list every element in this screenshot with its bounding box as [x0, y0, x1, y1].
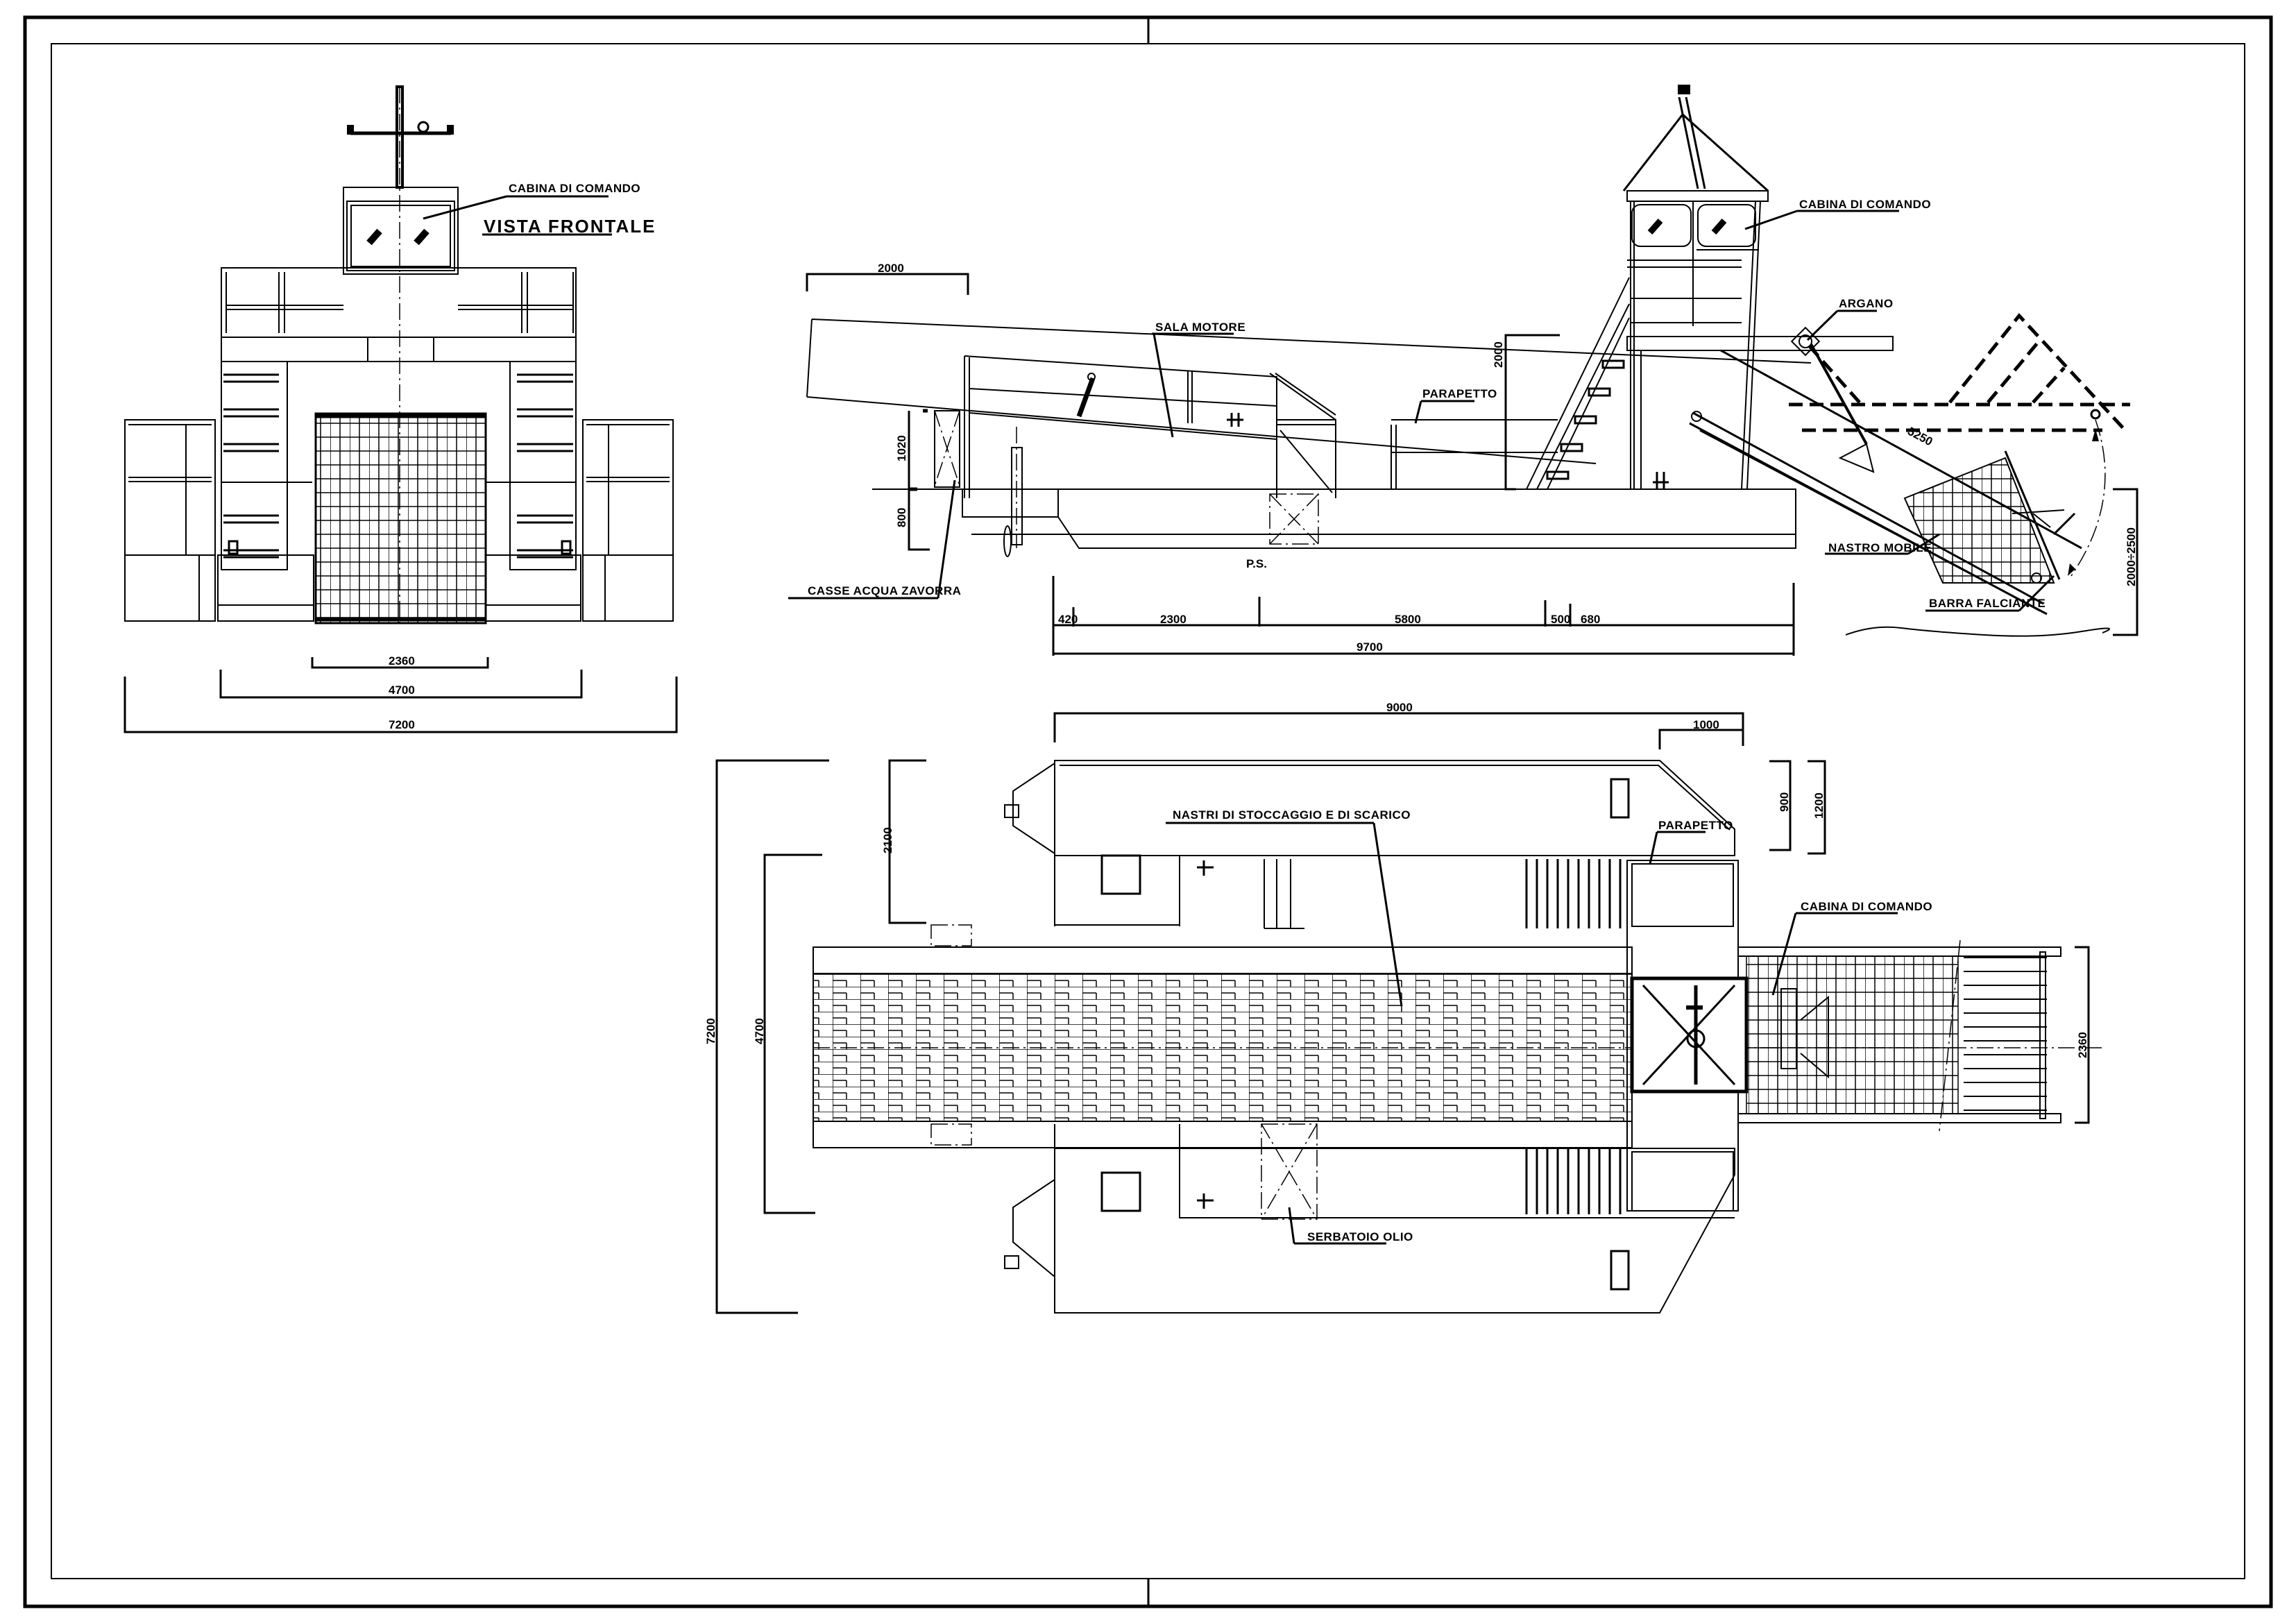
- side-cabin-label: CABINA DI COMANDO: [1799, 198, 1931, 211]
- plan-cabin-label: CABINA DI COMANDO: [1801, 900, 1932, 913]
- dim-draft: 800: [895, 508, 908, 527]
- dim-front-overall: 7200: [389, 718, 415, 731]
- dim-plan-conveyor: 2360: [2076, 1032, 2089, 1058]
- dim-side-top: 2000: [878, 262, 904, 275]
- dim-plan-hull: 4700: [753, 1018, 766, 1044]
- plan-conveyor-rail-top: [813, 946, 1633, 974]
- dim-plan-overall: 7200: [704, 1018, 717, 1044]
- dim-belt-length: 5250: [1905, 425, 1934, 449]
- front-cabin-label: CABINA DI COMANDO: [509, 182, 640, 195]
- dim-tank-height: 1020: [895, 435, 908, 461]
- front-conveyor: [314, 412, 487, 624]
- dim-seg-3: 5800: [1395, 613, 1421, 626]
- side-winch-label: ARGANO: [1839, 297, 1894, 310]
- plan-conveyor-rail-bottom: [813, 1121, 1633, 1148]
- dim-seg-4: 500: [1551, 613, 1570, 626]
- dim-seg-1: 420: [1058, 613, 1078, 626]
- side-engine-room-label: SALA MOTORE: [1155, 321, 1245, 334]
- side-view: 2000 SALA MOTORE 1020 800: [788, 85, 2138, 656]
- front-view-title: VISTA FRONTALE: [484, 216, 656, 237]
- front-view: CABINA DI COMANDO VISTA FRONTALE: [124, 85, 678, 733]
- side-ps-label: P.S.: [1246, 557, 1267, 570]
- side-moving-belt-label: NASTRO MOBILE: [1828, 541, 1932, 554]
- winch-icon: ARGANO: [1790, 297, 1894, 357]
- front-dimensions: 2360 4700 7200: [124, 654, 678, 733]
- dim-plan-bow-total: 1200: [1812, 792, 1826, 819]
- dim-overall-length: 9700: [1357, 640, 1383, 654]
- side-ballast-label: CASSE ACQUA ZAVORRA: [808, 584, 961, 597]
- dim-seg-2: 2300: [1160, 613, 1187, 626]
- dim-plan-float: 2100: [881, 827, 894, 853]
- plan-railing-label: PARAPETTO: [1658, 819, 1733, 832]
- dim-front-hull: 4700: [389, 683, 415, 697]
- plan-storage-belts-label: NASTRI DI STOCCAGGIO E DI SCARICO: [1173, 808, 1411, 822]
- outer-border: [23, 15, 2273, 1608]
- dim-plan-bow-side: 900: [1778, 792, 1791, 812]
- dim-railing-height: 2000: [1492, 341, 1505, 368]
- sheet-frame: [23, 15, 2273, 1608]
- mast-icon: [347, 85, 454, 189]
- dim-front-conveyor: 2360: [389, 654, 415, 668]
- plan-view: 9000 1000: [704, 701, 2106, 1314]
- dim-cut-depth: 2000÷2500: [2125, 527, 2138, 586]
- dim-seg-5: 680: [1581, 613, 1600, 626]
- side-cutter-bar-label: BARRA FALCIANTE: [1929, 597, 2046, 610]
- side-railing-label: PARAPETTO: [1422, 387, 1497, 400]
- side-dimensions: 420 2300 5800 500 680 9700: [1052, 576, 1795, 656]
- dim-plan-length: 9000: [1386, 701, 1413, 714]
- dim-plan-bow: 1000: [1693, 718, 1719, 731]
- side-cabin: CABINA DI COMANDO: [1622, 85, 1931, 490]
- plan-oil-tank-label: SERBATOIO OLIO: [1307, 1230, 1413, 1243]
